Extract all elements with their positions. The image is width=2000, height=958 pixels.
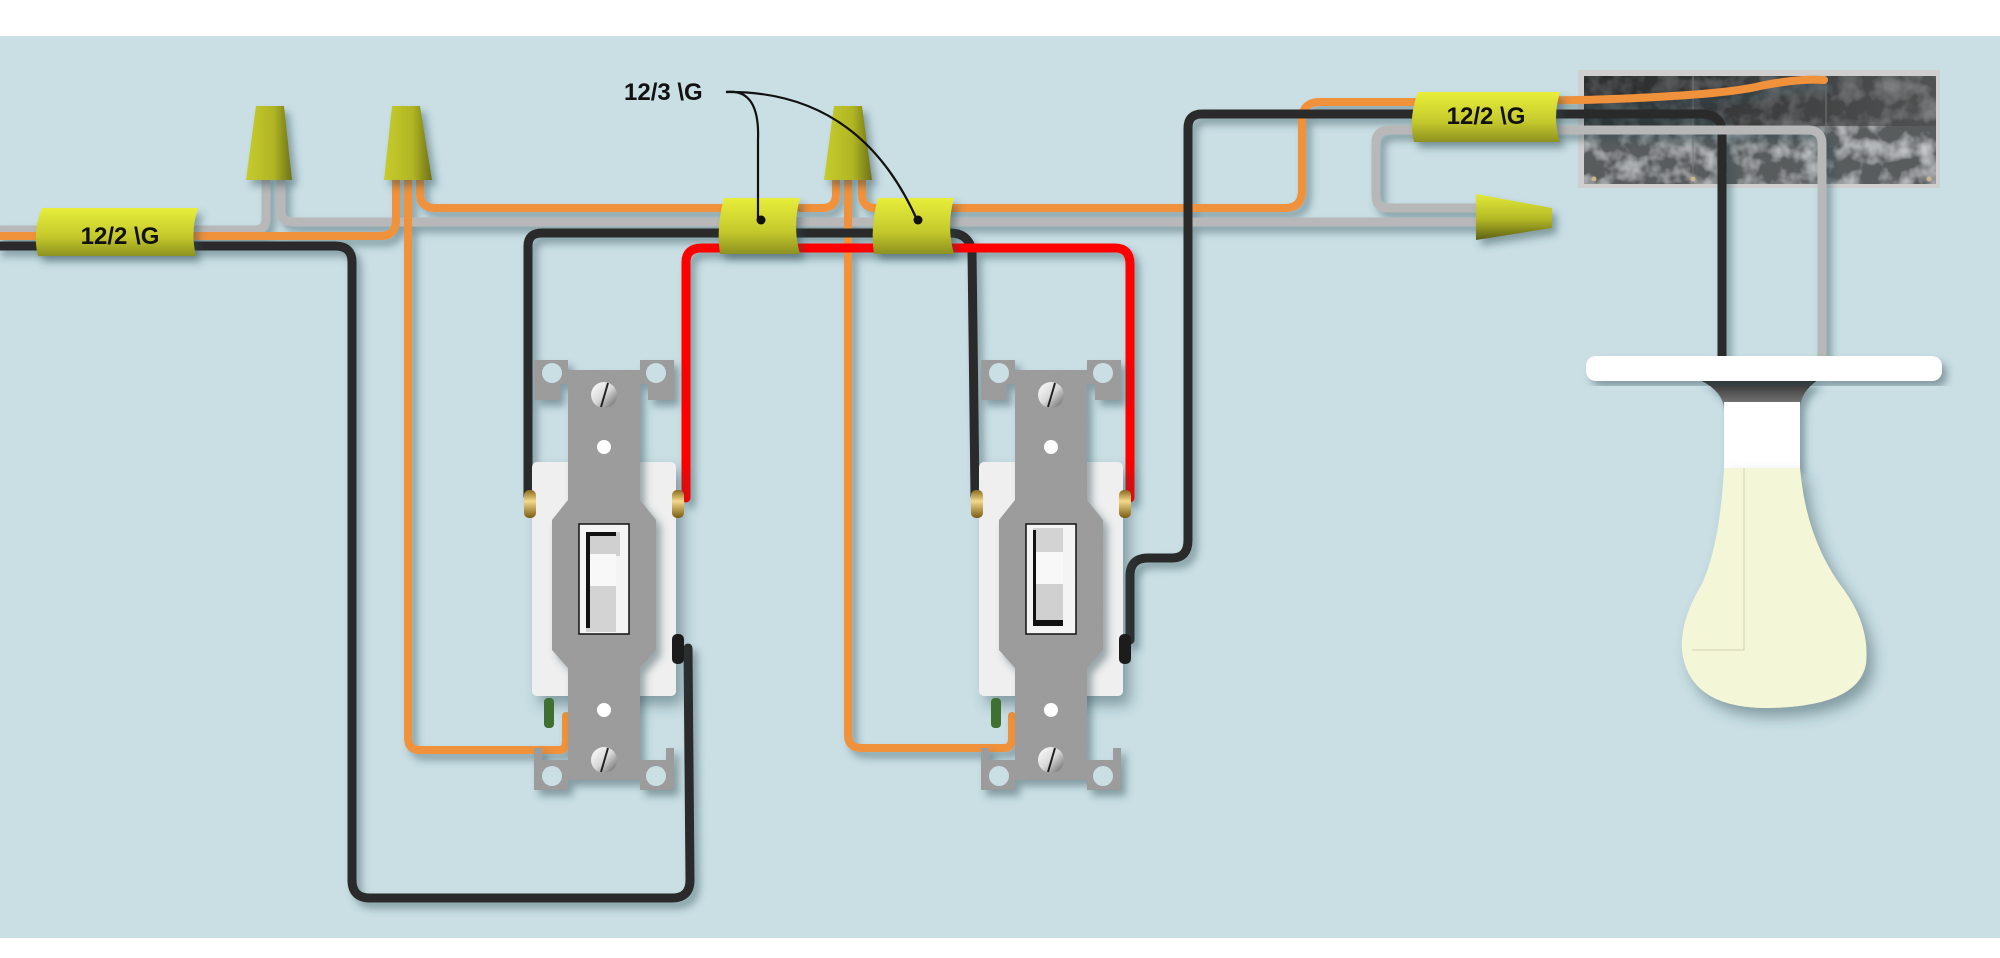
brass-terminal-icon bbox=[1119, 490, 1131, 518]
wire-neutral-light bbox=[1371, 125, 1827, 365]
three-way-switch-2 bbox=[971, 360, 1131, 790]
wire-nut-ground-1 bbox=[384, 106, 432, 180]
wire-ground-switch2 bbox=[844, 176, 1016, 752]
brass-terminal-icon bbox=[971, 490, 983, 518]
cable-label-to-light: 12/2 \G bbox=[1447, 103, 1526, 130]
wire-ground-switch1 bbox=[404, 176, 570, 754]
ground-terminal-icon bbox=[991, 698, 1001, 728]
cable-label-incoming: 12/2 \G bbox=[81, 223, 160, 250]
toggle-lever[interactable] bbox=[1033, 528, 1063, 626]
wire-ground-cable-in bbox=[796, 176, 840, 212]
toggle-lever[interactable] bbox=[586, 532, 620, 632]
callout-leader bbox=[725, 90, 920, 223]
cable-sheath-incoming bbox=[35, 208, 198, 256]
three-way-switch-1 bbox=[524, 360, 684, 790]
cable-sheath-to-light bbox=[1411, 92, 1560, 142]
common-terminal-icon bbox=[1119, 634, 1131, 664]
wire-ground-incoming bbox=[0, 176, 400, 240]
bulb-icon bbox=[1681, 468, 1867, 708]
wire-nut-neutral-2 bbox=[1476, 194, 1552, 240]
box-screw-icon bbox=[1926, 176, 1932, 182]
ground-terminal-icon bbox=[544, 698, 554, 728]
brass-terminal-icon bbox=[672, 490, 684, 518]
common-terminal-icon bbox=[672, 634, 684, 664]
lamp-holder-socket bbox=[1724, 402, 1800, 470]
wire-nut-neutral-1 bbox=[246, 106, 292, 180]
light-fixture bbox=[1586, 356, 1942, 708]
box-screw-icon bbox=[1690, 176, 1696, 182]
cable-label-12-3: 12/3 \G bbox=[624, 79, 703, 106]
wire-switched-hot bbox=[1125, 109, 1727, 645]
cable-sheath-12-3-a bbox=[718, 198, 800, 254]
wire-neutral-incoming bbox=[0, 175, 271, 235]
wire-ground-to-cable bbox=[416, 176, 739, 212]
callout-dot bbox=[756, 215, 766, 225]
lamp-canopy-bar bbox=[1586, 356, 1942, 381]
cable-sheath-12-3-b bbox=[872, 198, 954, 254]
brass-terminal-icon bbox=[524, 490, 536, 518]
box-screw-icon bbox=[1591, 176, 1597, 182]
callout-dot bbox=[913, 215, 923, 225]
wire-nut-ground-2 bbox=[824, 106, 872, 180]
wire-neutral-run bbox=[276, 175, 1495, 227]
wire-hot-incoming bbox=[0, 241, 695, 903]
